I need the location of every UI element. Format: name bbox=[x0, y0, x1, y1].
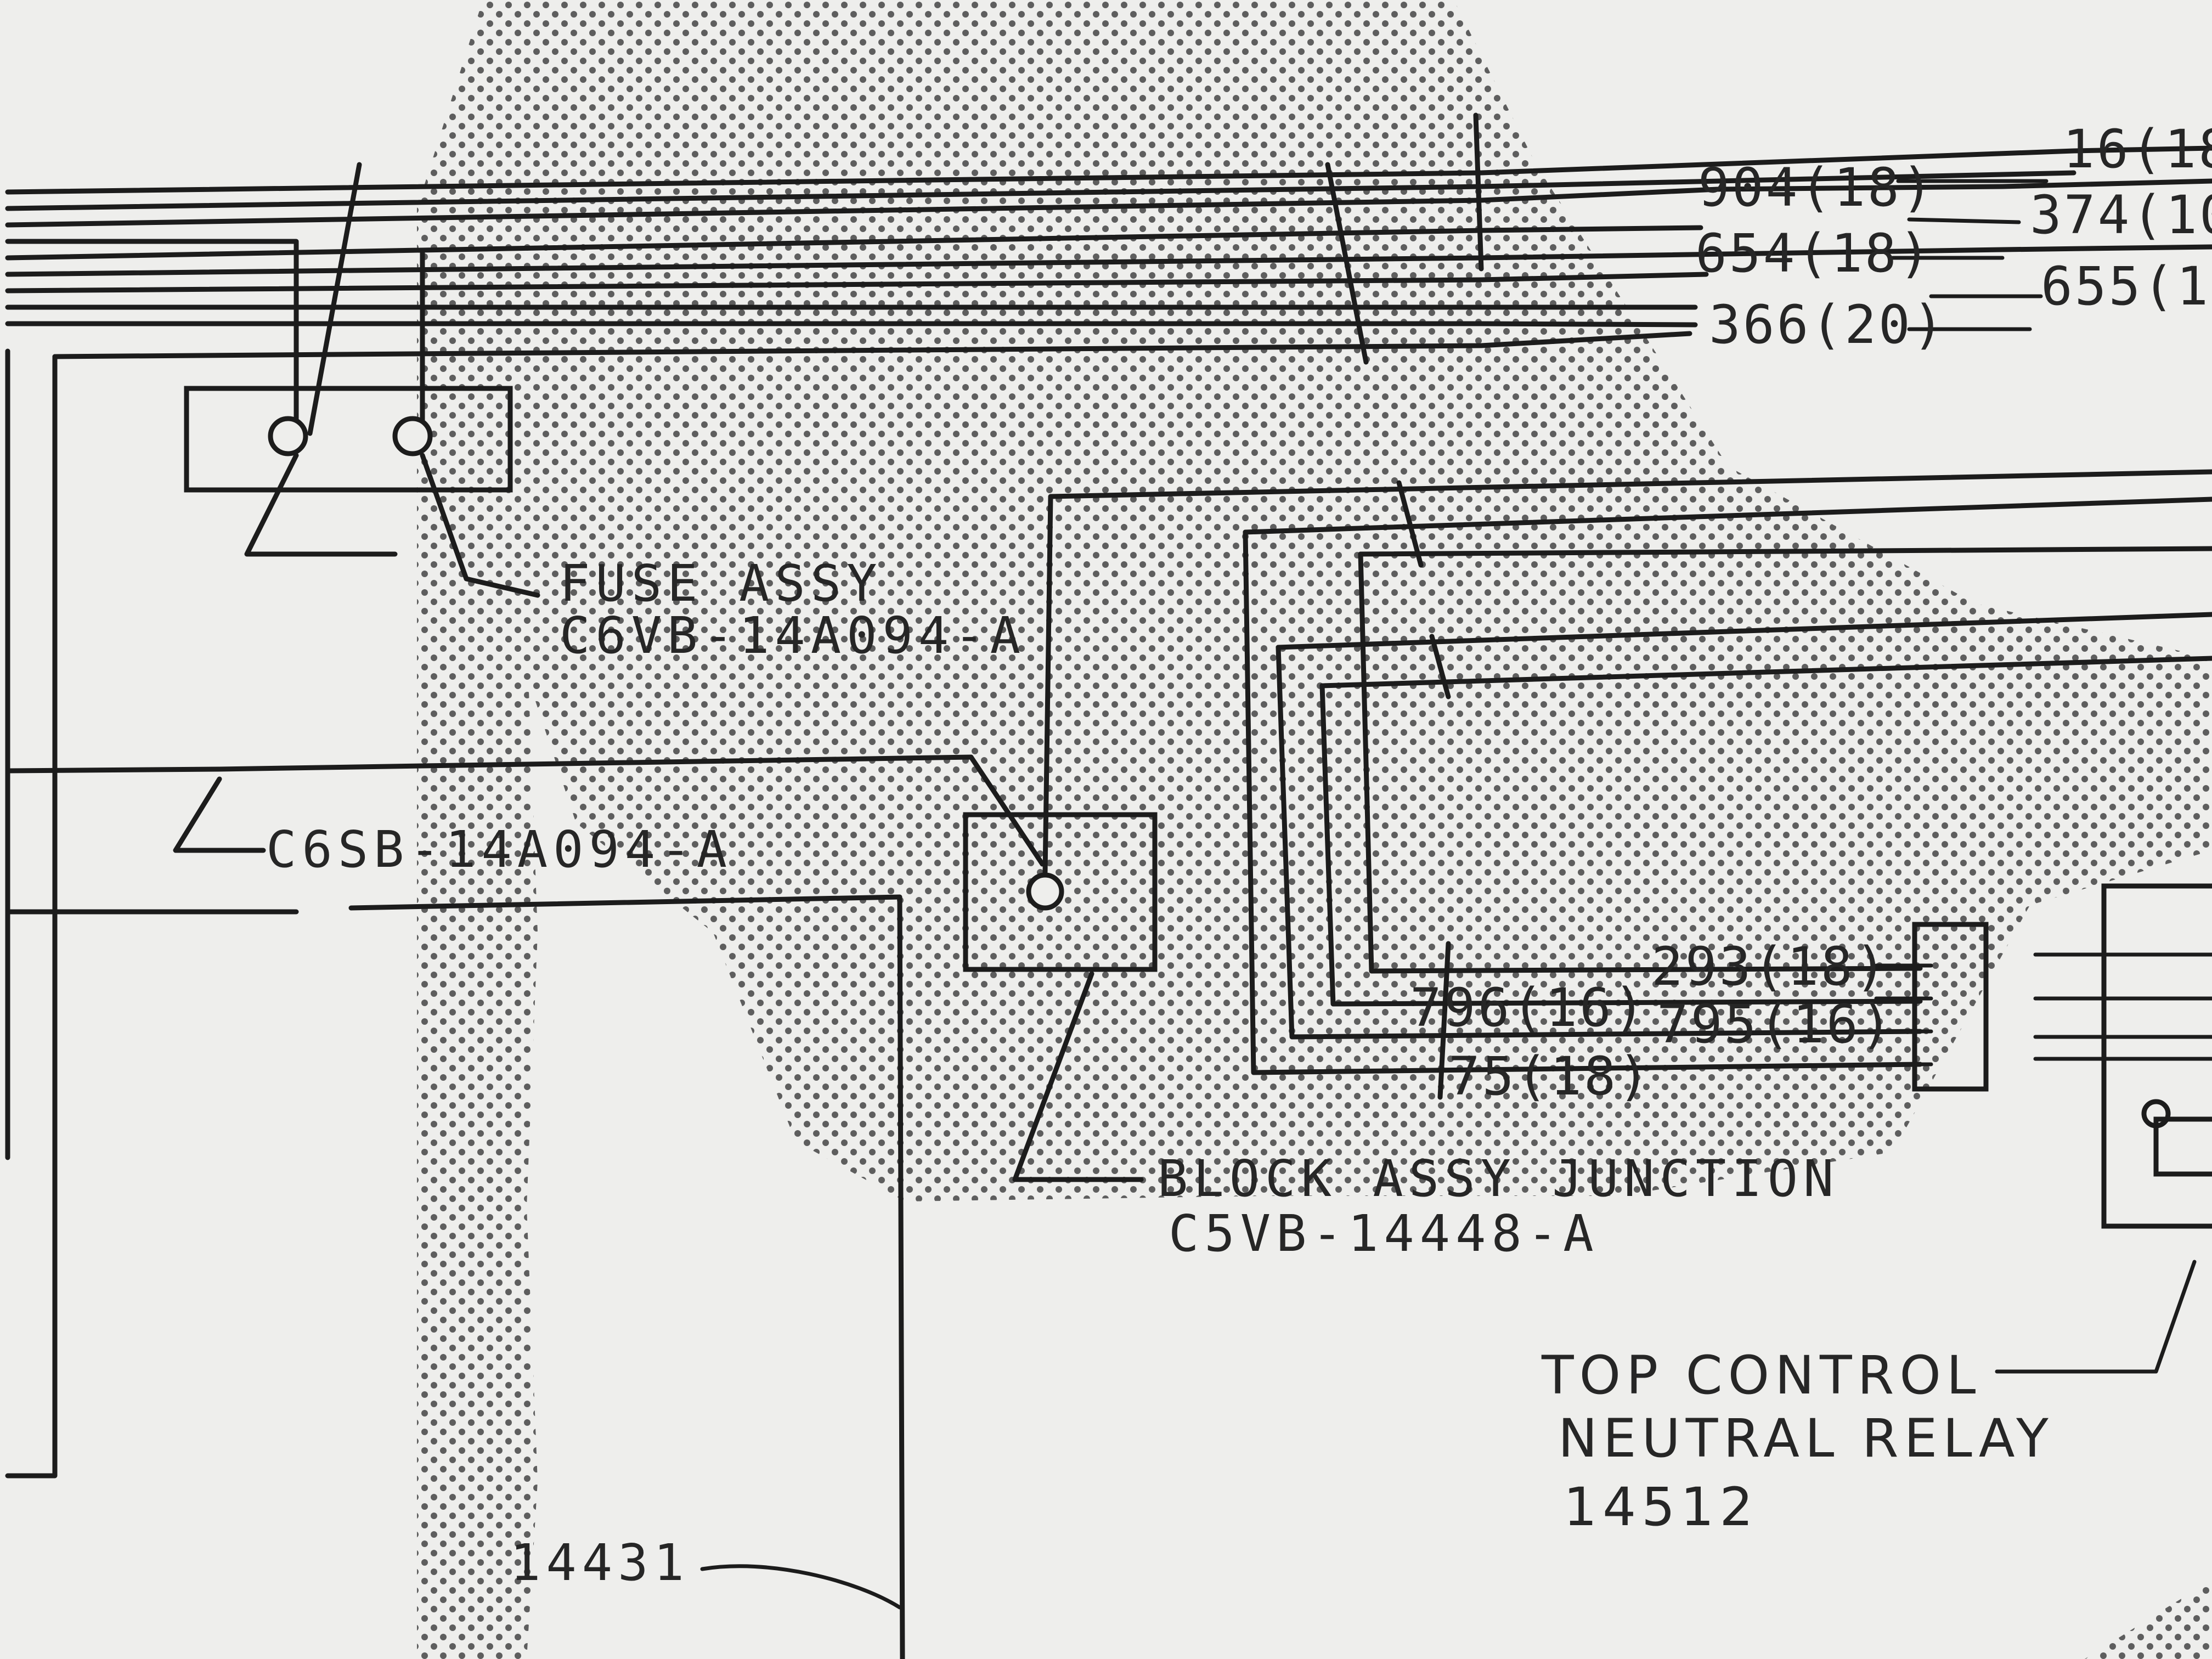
c6sb-part-number: C6SB-14A094-A bbox=[266, 820, 732, 879]
wire-label-293: 293(18) bbox=[1651, 936, 1889, 997]
lower-left-wires bbox=[5, 754, 1045, 1659]
relay-part-number: 14512 bbox=[1564, 1476, 1758, 1538]
junction-terminal bbox=[1026, 872, 1064, 911]
relay-label-line2: NEUTRAL RELAY bbox=[1558, 1408, 2054, 1469]
fuse-assembly bbox=[184, 386, 540, 598]
top-wire-bundle bbox=[5, 112, 2212, 1479]
wire-label-904: 904(18) bbox=[1698, 157, 1936, 218]
neutral-relay bbox=[1995, 883, 2212, 1374]
wire-label-366: 366(20) bbox=[1709, 294, 1946, 356]
wire-label-374: 374(10) bbox=[2030, 184, 2212, 246]
junction-block-label: BLOCK ASSY JUNCTION bbox=[1158, 1149, 1839, 1208]
fuse-terminal-left bbox=[268, 416, 308, 456]
wire-label-796: 796(16) bbox=[1410, 977, 1647, 1039]
wire-label-16: 16(18) bbox=[2063, 119, 2212, 180]
relay-wire-bundle bbox=[1243, 480, 2212, 1100]
fuse-assy-label: FUSE ASSY bbox=[560, 554, 883, 613]
junction-block-part-number: C5VB-14448-A bbox=[1169, 1204, 1599, 1263]
junction-block bbox=[963, 469, 2212, 1182]
fuse-assy-part-number: C6VB-14A094-A bbox=[560, 606, 1026, 665]
wire-label-654: 654(18) bbox=[1695, 223, 1933, 284]
wire-label-75: 75(18) bbox=[1448, 1046, 1652, 1107]
wire-label-655: 655(18) bbox=[2041, 256, 2212, 317]
wire-label-795: 795(16) bbox=[1657, 994, 1894, 1055]
bottom-part-reference: 14431 bbox=[510, 1533, 690, 1592]
fuse-terminal-right bbox=[392, 416, 433, 456]
halftone-shading bbox=[417, 0, 2212, 1659]
relay-label-line1: TOP CONTROL bbox=[1541, 1345, 1981, 1406]
